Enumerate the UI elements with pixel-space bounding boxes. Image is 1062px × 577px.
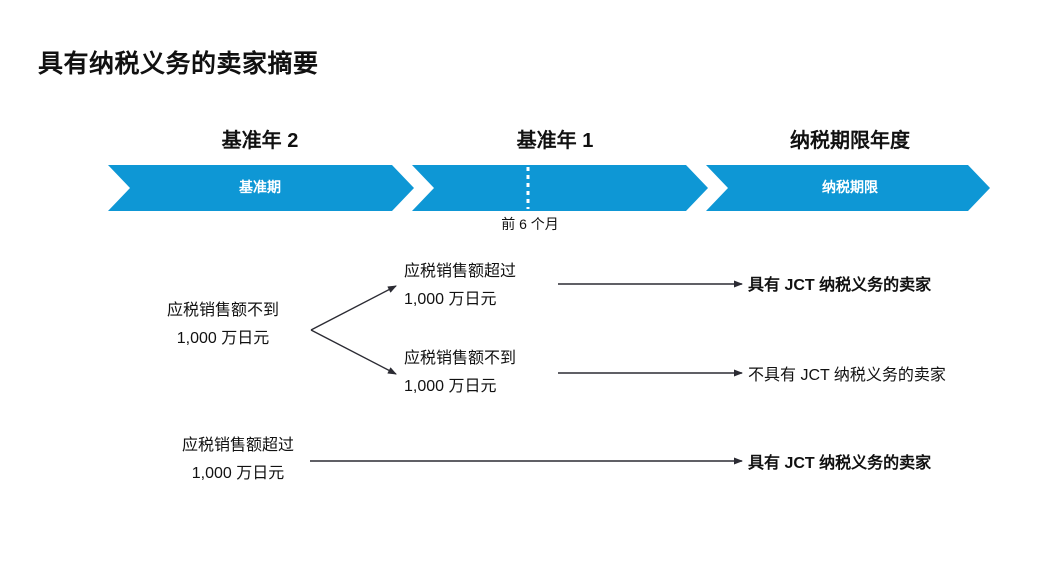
connector-fork-upper [310, 285, 397, 331]
chevron-segment-base-period [108, 165, 414, 211]
timeline-header-base-year-1: 基准年 1 [516, 130, 594, 152]
node-base-year-under-threshold: 应税销售额不到 1,000 万日元 [128, 297, 318, 353]
outcome-liable-seller-upper: 具有 JCT 纳税义务的卖家 [748, 277, 932, 294]
node-line-2: 1,000 万日元 [404, 291, 497, 308]
node-line-1: 应税销售额超过 [181, 437, 294, 454]
node-line-2: 1,000 万日元 [191, 465, 285, 482]
node-base-year-over-threshold: 应税销售额超过 1,000 万日元 [148, 432, 328, 488]
outcome-not-liable-seller: 不具有 JCT 纳税义务的卖家 [748, 367, 946, 384]
node-branch-over-threshold: 应税销售额超过 1,000 万日元 [404, 258, 574, 314]
chevron-label-base-period: 基准期 [239, 179, 281, 195]
node-line-1: 应税销售额不到 [166, 302, 279, 319]
chevron-segment-tax-period [706, 165, 990, 211]
node-line-2: 1,000 万日元 [404, 378, 497, 395]
timeline-header-tax-period-year: 纳税期限年度 [790, 130, 910, 152]
chevron-segment-base-year-1 [412, 165, 708, 211]
node-line-1: 应税销售额超过 [404, 263, 517, 280]
timeline-chevron-band [0, 165, 1062, 211]
six-month-note: 前 6 个月 [501, 216, 559, 232]
node-line-1: 应税销售额不到 [404, 350, 517, 367]
node-branch-under-threshold: 应税销售额不到 1,000 万日元 [404, 345, 574, 401]
timeline-header-base-year-2: 基准年 2 [221, 130, 299, 152]
node-line-2: 1,000 万日元 [176, 330, 270, 347]
chevron-label-tax-period: 纳税期限 [822, 179, 878, 195]
outcome-liable-seller-lower: 具有 JCT 纳税义务的卖家 [748, 455, 932, 472]
connector-fork-lower [310, 329, 397, 375]
page-title: 具有纳税义务的卖家摘要 [38, 50, 319, 78]
